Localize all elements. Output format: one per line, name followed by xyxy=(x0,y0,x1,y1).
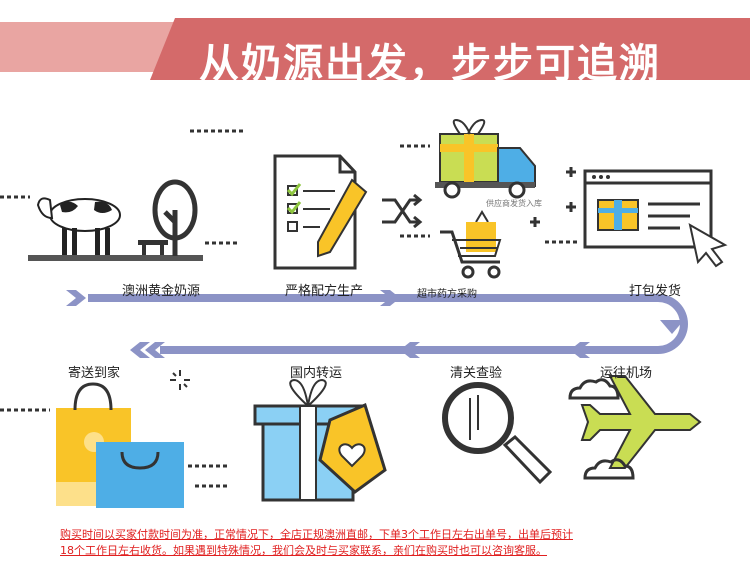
step-label-strict-formula-production: 严格配方生产 xyxy=(285,284,364,299)
magnifier-icon xyxy=(442,382,553,485)
banner-title: 从奶源出发，步步可追溯 xyxy=(199,41,661,87)
shipping-notice-line2: 18个工作日左右收货。如果遇到特殊情况，我们会及时与买家联系，亲们在购买时也可以… xyxy=(60,544,547,557)
document-icon xyxy=(273,154,368,270)
step-label-customs-inspection: 清关查验 xyxy=(450,366,503,381)
shopping-cart-icon xyxy=(440,210,502,279)
browser-window-icon xyxy=(583,169,728,268)
step-label-delivered-home: 寄送到家 xyxy=(68,366,121,381)
cow-icon xyxy=(36,197,121,256)
truck-icon xyxy=(435,118,536,199)
step-label-packing-shipping: 打包发货 xyxy=(629,284,682,299)
cloud-icon xyxy=(568,378,635,480)
shopping-bags-icon xyxy=(56,382,184,508)
step-label-australian-golden-milk: 澳洲黄金奶源 xyxy=(122,284,201,299)
step-label-to-airport: 运往机场 xyxy=(600,366,653,381)
shipping-notice-line1: 购买时间以买家付款时间为准，正常情况下，全店正规澳洲直邮，下单3个工作日左右出单… xyxy=(60,528,573,541)
airplane-icon xyxy=(580,375,702,469)
tree-icon xyxy=(152,179,198,256)
title-banner xyxy=(0,18,750,80)
step-note-supplier-shipping: 供应商发货入库 xyxy=(486,199,542,208)
shuffle-icon xyxy=(382,193,423,229)
step-label-domestic-transfer: 国内转运 xyxy=(290,366,343,381)
step-label-supermarket-procurement: 超市药方采购 xyxy=(417,289,477,300)
flow-arrow-top xyxy=(66,290,688,358)
gift-box-icon xyxy=(253,378,387,502)
shipping-notice: 购买时间以买家付款时间为准，正常情况下，全店正规澳洲直邮，下单3个工作日左右出单… xyxy=(60,527,710,559)
